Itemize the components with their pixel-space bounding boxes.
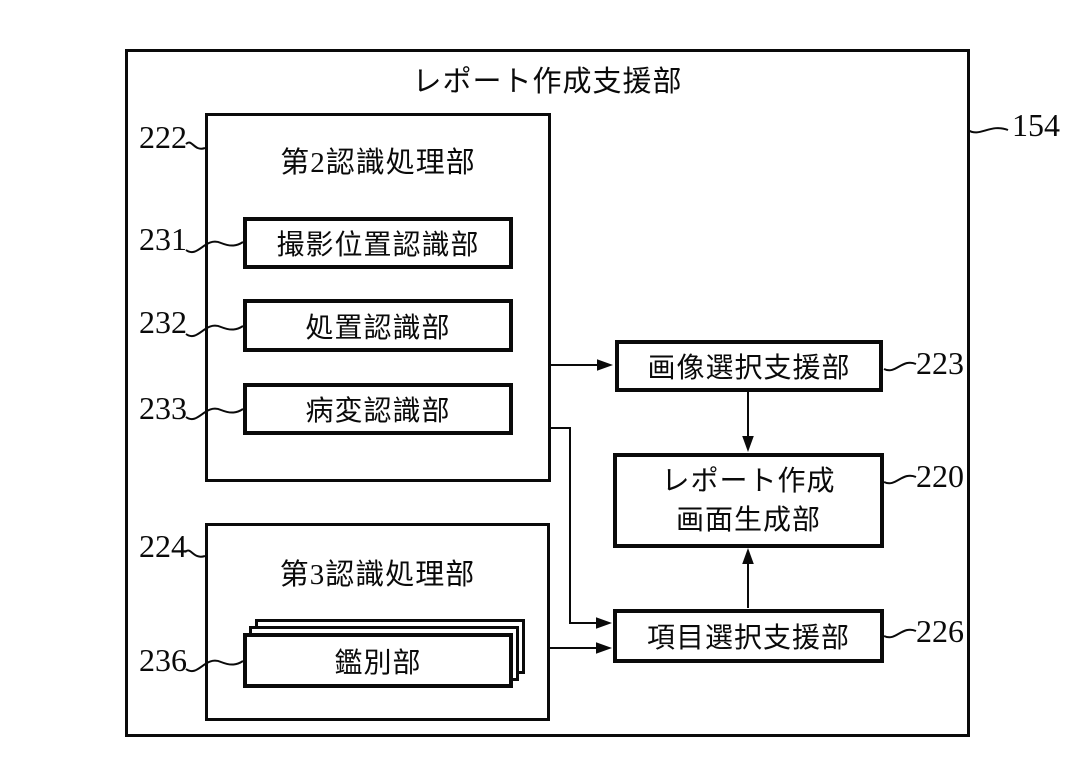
ref-label-232: 232	[139, 303, 187, 340]
ref-label-223: 223	[916, 344, 964, 381]
squiggle-ref-154	[967, 127, 1009, 134]
ref-label-233: 233	[139, 389, 187, 426]
squiggle-ref-222	[185, 141, 206, 150]
squiggle-ref-231	[185, 240, 244, 253]
second-recognition-unit-label: 第2認識処理部	[280, 147, 476, 179]
image-selection-support-box: 画像選択支援部	[615, 340, 883, 392]
squiggle-ref-226	[883, 628, 917, 639]
squiggle-ref-236	[185, 659, 244, 672]
squiggle-ref-223	[883, 361, 917, 372]
ref-label-226: 226	[916, 612, 964, 649]
arrowhead-into-image-select	[597, 359, 613, 371]
arrowhead-up-into-report-screen	[742, 548, 754, 564]
report-screen-generation-label-line2: 画面生成部	[675, 504, 821, 536]
item-selection-support-box: 項目選択支援部	[613, 609, 884, 663]
arrowhead-down-into-report-screen	[742, 436, 754, 452]
ref-label-236: 236	[139, 641, 187, 678]
ref-label-224: 224	[139, 527, 187, 564]
report-support-unit-box	[125, 49, 970, 737]
arrowhead-upper-into-item-select	[596, 617, 612, 629]
arrowhead-lower-into-item-select	[596, 642, 612, 654]
ref-label-154: 154	[1012, 106, 1060, 143]
third-recognition-unit-label: 第3認識処理部	[279, 559, 476, 591]
ref-label-231: 231	[139, 220, 187, 257]
third-recognition-unit-box	[205, 523, 550, 721]
squiggle-ref-233	[185, 407, 244, 420]
ref-label-220: 220	[916, 457, 964, 494]
squiggle-ref-232	[185, 324, 244, 337]
arrow-line-recognition2-to-item-select	[551, 427, 599, 624]
treatment-recognition-box: 処置認識部	[243, 299, 513, 352]
discrimination-box: 鑑別部	[243, 633, 513, 688]
squiggle-ref-220	[883, 474, 917, 485]
shooting-position-recognition-box: 撮影位置認識部	[243, 217, 513, 269]
second-recognition-unit-box	[205, 113, 551, 482]
report-screen-generation-box: レポート作成 画面生成部	[613, 453, 884, 548]
ref-label-222: 222	[139, 118, 187, 155]
squiggle-ref-224	[184, 549, 206, 558]
report-screen-generation-label-line1: レポート作成	[661, 465, 836, 497]
lesion-recognition-box: 病変認識部	[243, 383, 513, 435]
figure-title: レポート作成支援部	[412, 66, 683, 98]
